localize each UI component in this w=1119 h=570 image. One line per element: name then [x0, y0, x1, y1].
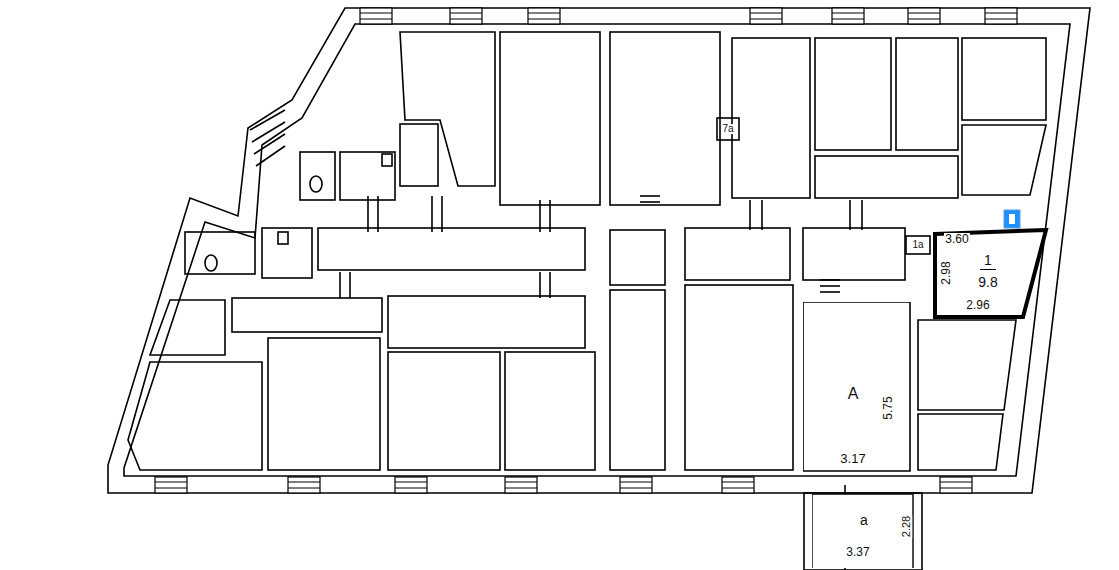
dimension: 3.17	[839, 452, 866, 465]
outer-wall	[108, 8, 1090, 493]
room-number: 1	[980, 253, 996, 270]
dimension: 5.75	[882, 395, 894, 420]
inner-wall	[124, 24, 1070, 476]
marker-icon	[1004, 210, 1020, 228]
dimension: 2.28	[901, 514, 912, 537]
dimension: 3.37	[845, 546, 870, 558]
dimension: 2.98	[940, 260, 952, 285]
closet-number: 1а	[911, 240, 924, 250]
room-border	[935, 230, 1046, 317]
dimension: 2.96	[965, 299, 990, 311]
room-border	[812, 494, 913, 568]
stair-room: А	[803, 302, 911, 472]
room-letter: А	[848, 386, 859, 402]
dimension: 3.60	[944, 233, 969, 245]
room-area: 9.8	[978, 275, 997, 289]
room-letter: а	[860, 513, 868, 527]
room-border	[803, 302, 910, 471]
closet-number: 7а	[721, 124, 734, 134]
